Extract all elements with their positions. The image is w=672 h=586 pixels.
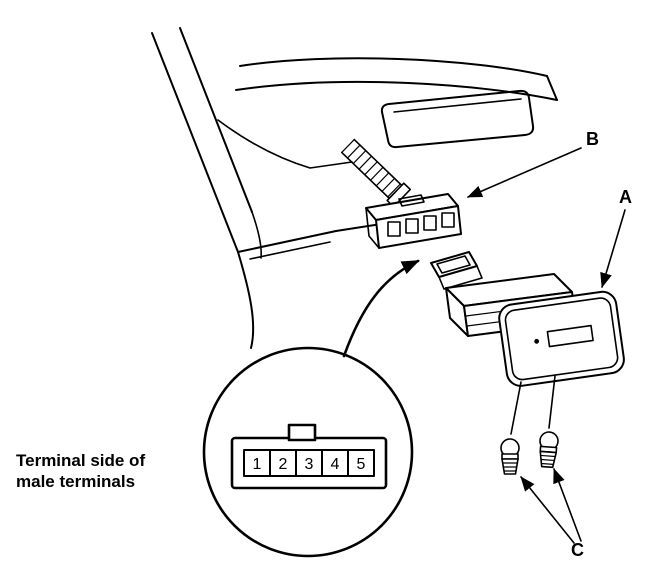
terminal-number-1: 1	[253, 456, 262, 473]
harness-connector	[365, 193, 462, 249]
glove-box-opening	[380, 89, 535, 149]
bulb-socket-line-right	[548, 375, 556, 429]
label-switch-a: A	[619, 187, 632, 207]
bulb-socket-line-left	[510, 381, 522, 435]
harness-cable	[340, 138, 412, 208]
label-bulbs-c: C	[571, 540, 584, 560]
dashboard-outline	[151, 27, 558, 349]
arrow-to-connector	[467, 147, 582, 198]
switch-assembly	[430, 251, 625, 435]
label-connector-b: B	[586, 129, 599, 149]
terminal-number-5: 5	[357, 456, 366, 473]
terminal-inset: 1 2 3 4 5	[202, 346, 414, 558]
switch-bezel	[498, 290, 625, 387]
arrow-to-bulb-left	[520, 476, 575, 544]
arrow-to-bulb-right	[553, 468, 582, 542]
indicator-dot	[534, 338, 540, 344]
terminal-number-3: 3	[305, 456, 314, 473]
caption-line-2: male terminals	[16, 472, 135, 491]
magnify-arrow	[342, 259, 420, 358]
terminal-number-4: 4	[331, 456, 340, 473]
connector-key-tab	[287, 423, 317, 442]
bulb-right	[539, 431, 559, 469]
caption-line-1: Terminal side of	[16, 451, 145, 470]
terminal-number-2: 2	[279, 456, 288, 473]
arrow-to-switch	[600, 209, 626, 288]
terminal-box-5	[347, 449, 375, 477]
bulb-left	[500, 438, 520, 475]
connector-front-view: 1 2 3 4 5	[230, 423, 388, 490]
